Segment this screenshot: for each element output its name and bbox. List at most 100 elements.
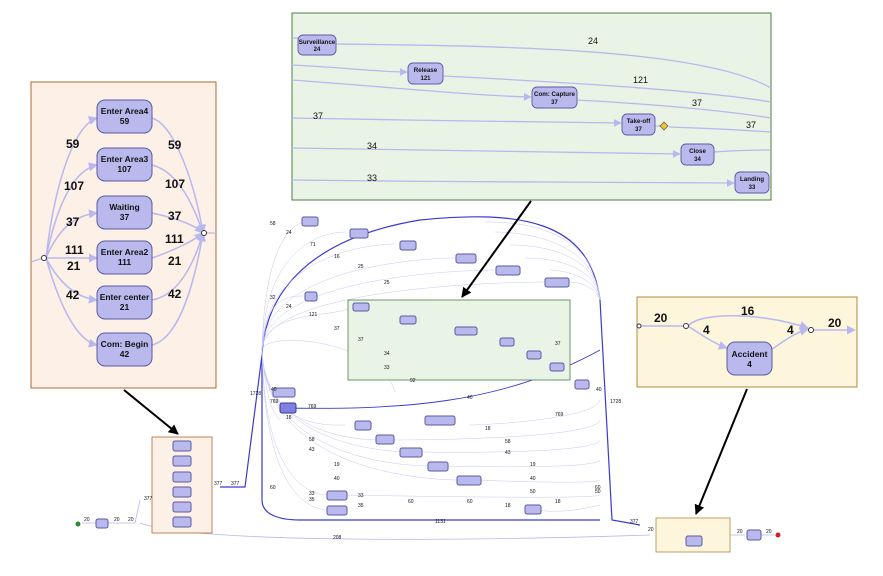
flow-label: 35 bbox=[358, 503, 364, 509]
left-zoom-connector bbox=[123, 389, 179, 435]
right-zoom-split-circle bbox=[683, 323, 689, 329]
overview-node bbox=[574, 379, 590, 390]
overview-mini-right-node bbox=[685, 535, 703, 547]
overview-node bbox=[399, 240, 417, 251]
flow-label: 18 bbox=[505, 503, 511, 509]
flow-label: 60 bbox=[408, 499, 414, 505]
flow-label: 20 bbox=[654, 311, 668, 325]
overview-main-flow bbox=[220, 216, 641, 526]
flow-label: 107 bbox=[165, 177, 185, 191]
node-count: 37 bbox=[635, 127, 642, 133]
overview-node bbox=[456, 475, 482, 486]
flow-label: 40 bbox=[334, 476, 340, 482]
flow-label: 16 bbox=[741, 304, 755, 318]
flow-label: 60 bbox=[270, 485, 276, 491]
node-name: Take-off bbox=[627, 118, 652, 125]
right-zoom-connector bbox=[694, 388, 748, 515]
flow-label: 42 bbox=[168, 287, 182, 301]
node-name: Enter center bbox=[100, 292, 150, 302]
right-zoom-join-circle bbox=[808, 327, 814, 333]
flow-label: 37 bbox=[358, 337, 364, 343]
flow-label: 20 bbox=[648, 527, 654, 533]
top-zoom-edges bbox=[291, 37, 772, 187]
flow-label: 16 bbox=[334, 254, 340, 260]
flow-label: 35 bbox=[309, 497, 315, 503]
flow-label: 59 bbox=[66, 137, 80, 151]
flow-label: 58 bbox=[309, 437, 315, 443]
flow-label: 769 bbox=[270, 399, 279, 405]
flow-label: 60 bbox=[467, 499, 473, 505]
right-zoom-flow-labels: 20 16 4 4 20 bbox=[654, 304, 842, 337]
overview-mini-top-box bbox=[347, 299, 571, 381]
top-zoom-node-release: Release 121 bbox=[407, 62, 444, 85]
left-zoom-join-circle bbox=[201, 230, 207, 236]
overview-mini-right-box bbox=[655, 517, 731, 553]
node-name: Enter Area2 bbox=[101, 247, 149, 257]
left-zoom-out-labels: 59 107 37 111 21 42 bbox=[165, 138, 185, 301]
node-count: 37 bbox=[551, 100, 558, 106]
flow-label: 37 bbox=[746, 120, 756, 130]
node-name: Com: Capture bbox=[534, 91, 575, 98]
flow-label: 34 bbox=[367, 141, 377, 151]
right-zoom-node-accident: Accident 4 bbox=[726, 341, 773, 376]
flow-label: 24 bbox=[286, 230, 292, 236]
flow-label: 19 bbox=[334, 462, 340, 468]
overview-start-circle bbox=[75, 521, 81, 527]
node-count: 121 bbox=[420, 76, 431, 82]
flow-label: 20 bbox=[737, 529, 743, 535]
left-zoom-node-enter-center: Enter center 21 bbox=[96, 285, 153, 320]
flow-label: 37 bbox=[66, 215, 80, 229]
flow-label: 32 bbox=[270, 295, 276, 301]
node-name: Enter Area3 bbox=[101, 154, 149, 164]
flow-label: 1728 bbox=[250, 391, 261, 397]
flow-label: 18 bbox=[485, 426, 491, 432]
flow-label: 769 bbox=[308, 404, 317, 410]
flow-label: 24 bbox=[286, 304, 292, 310]
overview-node-highlight bbox=[279, 402, 297, 414]
flow-label: 25 bbox=[358, 264, 364, 270]
node-count: 42 bbox=[120, 349, 130, 359]
right-zoom-start-circle bbox=[636, 323, 642, 329]
flow-label: 21 bbox=[67, 259, 81, 273]
overview-node bbox=[375, 434, 395, 445]
flow-label: 107 bbox=[64, 179, 84, 193]
flow-label: 33 bbox=[384, 365, 390, 371]
flow-label: 24 bbox=[588, 36, 598, 46]
node-count: 24 bbox=[314, 47, 321, 53]
flow-label: 208 bbox=[333, 535, 342, 541]
node-count: 34 bbox=[694, 157, 701, 163]
flow-label: 20 bbox=[766, 529, 772, 535]
node-name: Com: Begin bbox=[101, 339, 149, 349]
flow-label: 1131 bbox=[435, 519, 446, 525]
top-zoom-node-take-off: Take-off 37 bbox=[621, 113, 656, 136]
node-name: Landing bbox=[740, 176, 764, 183]
overview-mini-top-nodes bbox=[352, 302, 565, 372]
overview-node bbox=[424, 415, 456, 426]
flow-label: 4 bbox=[787, 323, 794, 337]
overview-entry-flow bbox=[82, 499, 141, 524]
top-zoom-connector bbox=[461, 200, 532, 298]
flow-label: 19 bbox=[530, 462, 536, 468]
overview-nodes bbox=[75, 216, 781, 541]
flow-label: 37 bbox=[692, 98, 702, 108]
overview-return-flow bbox=[261, 360, 600, 521]
node-name: Enter Area4 bbox=[101, 106, 149, 116]
flow-label: 33 bbox=[367, 173, 377, 183]
overview-node bbox=[746, 529, 762, 541]
flow-label: 769 bbox=[555, 412, 564, 418]
flow-label: 18 bbox=[286, 415, 292, 421]
top-zoom-node-close: Close 34 bbox=[680, 143, 715, 166]
node-count: 107 bbox=[117, 164, 131, 174]
overview-node bbox=[304, 291, 318, 302]
node-name: Waiting bbox=[109, 202, 139, 212]
overview-node bbox=[301, 216, 319, 227]
overview-node bbox=[349, 228, 369, 239]
overview-node bbox=[326, 505, 348, 516]
flow-label: 37 bbox=[313, 111, 323, 121]
flow-label: 377 bbox=[214, 481, 223, 487]
flow-label: 40 bbox=[467, 395, 473, 401]
flow-label: 111 bbox=[165, 232, 184, 246]
overview-node bbox=[427, 461, 449, 472]
overview-mini-left-nodes bbox=[172, 440, 192, 528]
